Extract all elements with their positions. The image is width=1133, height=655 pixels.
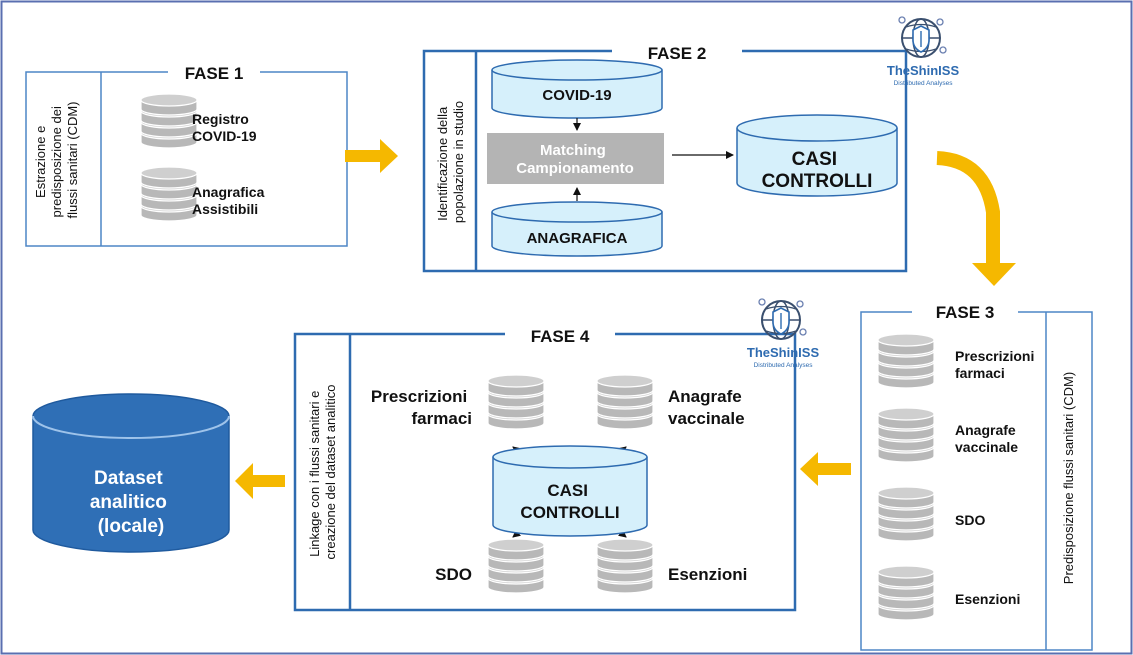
fase1-title-bg (168, 64, 260, 82)
fase4-casi-label: CASI CONTROLLI (520, 481, 619, 522)
fase3-side-label: Predisposizione flussi sanitari (CDM) (1061, 372, 1076, 584)
globe-shield-icon (898, 16, 947, 58)
fase4-side-label: Linkage con i flussi sanitari e creazion… (307, 385, 338, 560)
database-stack-icon (877, 333, 935, 389)
fase1-side-line: predisposizione dei (49, 106, 64, 217)
flow-arrow-left (235, 463, 285, 499)
logo-subtitle: Distributed Analyses (894, 80, 954, 87)
flow-arrow-left (800, 452, 851, 486)
fase3-item-anagrafe: Anagrafe vaccinale (955, 422, 1020, 455)
matching-box (487, 133, 664, 184)
fase2-title: FASE 2 (648, 44, 707, 63)
dataset-label: Dataset analitico (locale) (90, 468, 172, 537)
fase1-side-line: Estrazione e (33, 126, 48, 198)
fase1-item-registro: Registro COVID-19 (192, 111, 257, 144)
fase4-prescrizioni-label: Prescrizioni farmaci (371, 387, 472, 428)
logo-name: TheShinISS (747, 345, 820, 360)
fase3-title-bg (912, 303, 1018, 321)
database-stack-icon (140, 166, 198, 222)
database-stack-icon (877, 565, 935, 621)
fase4-esenzioni-label: Esenzioni (668, 565, 747, 584)
flow-arrow-curve-head (972, 263, 1016, 286)
fase4-panel: FASE 4 Linkage con i flussi sanitari e c… (293, 325, 797, 612)
anagrafica-cylinder: ANAGRAFICA (491, 201, 663, 257)
database-stack-icon (140, 93, 198, 149)
casi-controlli-cylinder: CASI CONTROLLI (736, 114, 898, 197)
dataset-cylinder: Dataset analitico (locale) (32, 393, 230, 553)
covid-cylinder: COVID-19 (491, 59, 663, 119)
fase3-item-esenzioni: Esenzioni (955, 591, 1020, 607)
database-stack-icon (487, 374, 545, 430)
database-stack-icon (877, 407, 935, 463)
casi-controlli-label: CASI CONTROLLI (762, 149, 873, 192)
fase4-sdo-label: SDO (435, 565, 472, 584)
database-stack-icon (877, 486, 935, 542)
theshiniss-logo: TheShinISS Distributed Analyses (887, 16, 960, 87)
fase1-side-line: flussi sanitari (CDM) (65, 101, 80, 218)
fase4-title: FASE 4 (531, 327, 590, 346)
theshiniss-logo: TheShinISS Distributed Analyses (747, 298, 820, 369)
fase2-title-bg (612, 42, 742, 60)
database-stack-icon (487, 538, 545, 594)
flow-arrow-right (345, 139, 398, 173)
anagrafica-cylinder-label: ANAGRAFICA (527, 230, 628, 247)
fase1-side-label: Estrazione e predisposizione dei flussi … (33, 101, 80, 218)
fase3-item-prescrizioni: Prescrizioni farmaci (955, 348, 1038, 381)
fase3-title: FASE 3 (936, 303, 995, 322)
globe-shield-icon (758, 298, 807, 340)
fase4-casi-cylinder: CASI CONTROLLI (492, 445, 648, 537)
fase2-side-label: Identificazione della popolazione in stu… (435, 101, 466, 223)
fase1-panel: FASE 1 Estrazione e predisposizione dei … (25, 64, 348, 247)
fase1-title: FASE 1 (185, 64, 244, 83)
flow-arrow-curve (936, 151, 1000, 266)
logo-subtitle: Distributed Analyses (754, 362, 814, 369)
fase3-panel: FASE 3 Predisposizione flussi sanitari (… (860, 303, 1093, 651)
fase2-panel: FASE 2 Identificazione della popolazione… (422, 42, 908, 273)
logo-name: TheShinISS (887, 63, 960, 78)
database-stack-icon (596, 538, 654, 594)
fase4-anagrafe-label: Anagrafe vaccinale (668, 387, 746, 428)
database-stack-icon (596, 374, 654, 430)
fase1-item-anagrafica: Anagrafica Assistibili (192, 184, 268, 217)
fase3-item-sdo: SDO (955, 512, 985, 528)
matching-label: Matching Campionamento (516, 142, 634, 177)
fase4-title-bg (505, 325, 615, 343)
covid-cylinder-label: COVID-19 (542, 87, 611, 104)
